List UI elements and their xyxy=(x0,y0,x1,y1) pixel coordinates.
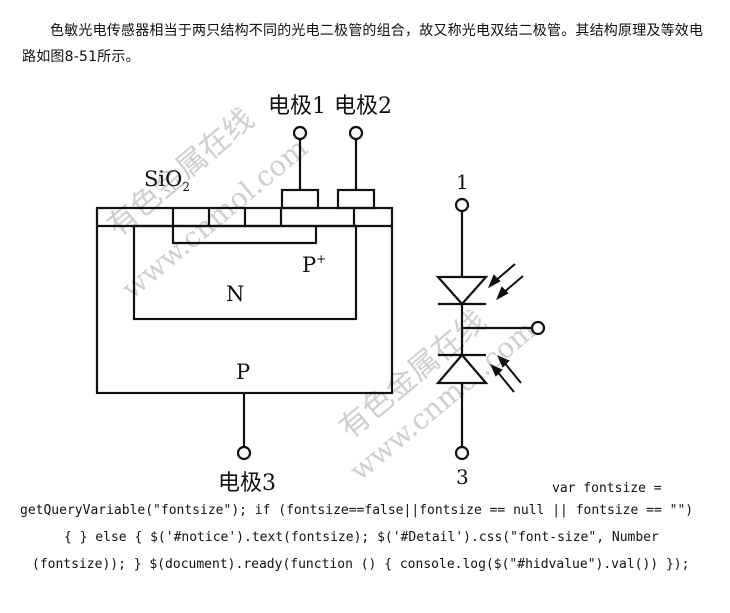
electrode3-terminal xyxy=(236,445,252,461)
code-line-2: getQueryVariable("fontsize"); if (fontsi… xyxy=(20,503,694,518)
circuit-terminal-3 xyxy=(454,445,470,461)
electrode2-label: 电极2 xyxy=(334,94,392,119)
electrode3-label: 电极3 xyxy=(218,471,276,496)
equivalent-circuit xyxy=(435,197,546,461)
light-arrow-lower-2 xyxy=(502,360,522,384)
cross-section-labels: 电极1 电极2 SiO2 P+ N P 电极3 xyxy=(144,94,392,496)
diode-upper xyxy=(435,275,489,306)
p-plus-label-main: P xyxy=(302,253,316,277)
code-line-1: var fontsize = xyxy=(552,481,662,496)
figure-background xyxy=(96,92,548,498)
intro-paragraph: 色敏光电传感器相当于两只结构不同的光电二极管的组合，故又称光电双结二极管。其结构… xyxy=(22,23,704,65)
terminal-3-label: 3 xyxy=(456,465,469,489)
circuit-labels: 1 3 xyxy=(456,170,469,489)
light-arrows xyxy=(488,263,524,393)
n-region-label: N xyxy=(226,282,244,306)
sio2-label-sub: 2 xyxy=(182,180,190,194)
electrode2-terminal xyxy=(348,125,364,141)
light-arrow-lower-2-head xyxy=(497,355,510,368)
electrode1-label: 电极1 xyxy=(268,94,326,119)
terminal-1-label: 1 xyxy=(456,170,469,194)
sio2-label-main: SiO xyxy=(144,167,182,191)
p-region-label: P xyxy=(236,360,250,384)
code-line-4: (fontsize)); } $(document).ready(functio… xyxy=(32,557,690,572)
circuit-terminal-common xyxy=(530,320,546,336)
code-line-3: { } else { $('#notice').text(fontsize); … xyxy=(64,530,659,545)
p-plus-label-sup: + xyxy=(316,252,326,266)
p-plus-well xyxy=(171,208,318,245)
light-arrow-upper-2-head xyxy=(496,286,509,301)
light-arrow-lower-1 xyxy=(495,369,515,393)
circuit-terminal-1 xyxy=(454,197,470,213)
p-plus-label: P+ xyxy=(302,252,326,277)
sio2-label: SiO2 xyxy=(144,167,190,194)
electrode1-terminal xyxy=(292,125,308,141)
light-arrow-lower-1-head xyxy=(490,364,503,377)
cross-section xyxy=(95,125,394,461)
light-arrow-upper-1-head xyxy=(488,274,501,289)
